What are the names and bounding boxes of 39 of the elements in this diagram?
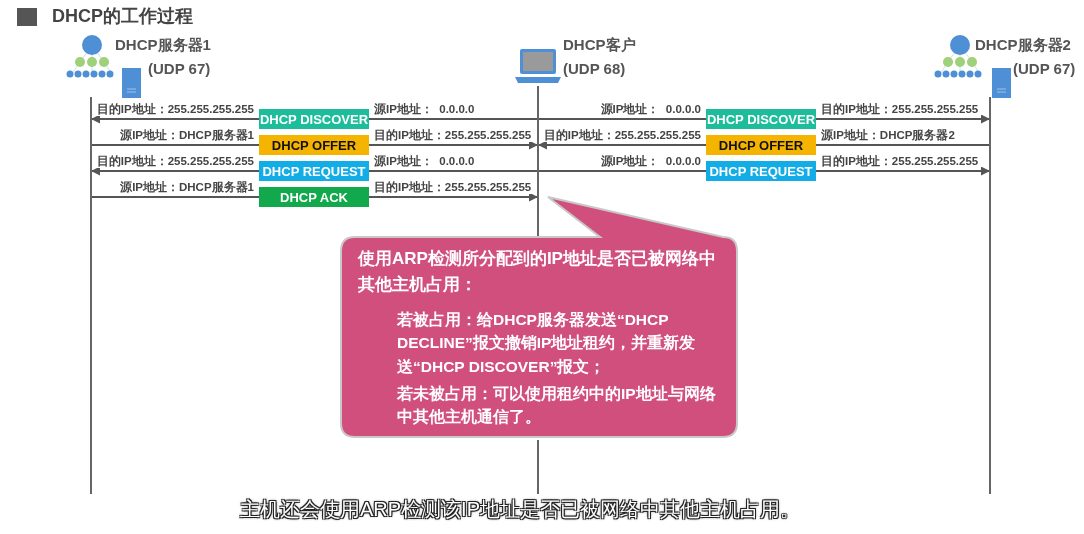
title: DHCP的工作过程 [52,5,193,28]
message-box: DHCP REQUEST [259,161,369,181]
message-box: DHCP ACK [259,187,369,207]
arrow [91,166,259,176]
edge-label: 目的IP地址：255.255.255.255 [820,155,980,168]
edge-label: 目的IP地址：255.255.255.255 [373,181,533,194]
message-box: DHCP OFFER [259,135,369,155]
edge-label: 目的IP地址：255.255.255.255 [820,103,980,116]
message-box: DHCP OFFER [706,135,816,155]
arrow [369,140,538,150]
edge-label: 目的IP地址：255.255.255.255 [95,155,255,168]
callout-text: 若被占用：给DHCP服务器发送“DHCP DECLINE”报文撤销IP地址租约，并重新发送“DHCP DISCOVER”报文； [397,310,697,377]
edge-label: 源IP地址： 0.0.0.0 [599,155,702,168]
port-label: (UDP 67) [1013,60,1076,77]
arrow [369,192,538,202]
participant-name: DHCP服务器1 [115,36,211,55]
callout-text: 使用ARP检测所分配到的IP地址是否已被网络中其他主机占用： [358,248,717,296]
edge-label: 目的IP地址：255.255.255.255 [95,103,255,116]
edge-label: 目的IP地址：255.255.255.255 [542,129,702,142]
message-box: DHCP REQUEST [706,161,816,181]
message-box: DHCP DISCOVER [259,109,369,129]
arrow [816,166,990,176]
arrow [538,140,706,150]
arrow [91,114,259,124]
edge-label: 目的IP地址：255.255.255.255 [373,129,533,142]
edge-label: 源IP地址：DHCP服务器1 [119,181,255,194]
arrow [816,114,990,124]
port-label: (UDP 68) [563,60,626,77]
edge-label: 源IP地址：DHCP服务器1 [119,129,255,142]
edge-label: 源IP地址：DHCP服务器2 [820,129,956,142]
message-box: DHCP DISCOVER [706,109,816,129]
participant-name: DHCP客户 [563,36,636,55]
subtitle-caption: 主机还会使用ARP检测该IP地址是否已被网络中其他主机占用。 [238,497,801,522]
port-label: (UDP 67) [148,60,211,77]
edge-label: 源IP地址： 0.0.0.0 [373,103,476,116]
participant-name: DHCP服务器2 [975,36,1071,55]
callout-text: 若未被占用：可以使用租约中的IP地址与网络中其他主机通信了。 [397,384,717,428]
edge-label: 源IP地址： 0.0.0.0 [373,155,476,168]
edge-label: 源IP地址： 0.0.0.0 [599,103,702,116]
